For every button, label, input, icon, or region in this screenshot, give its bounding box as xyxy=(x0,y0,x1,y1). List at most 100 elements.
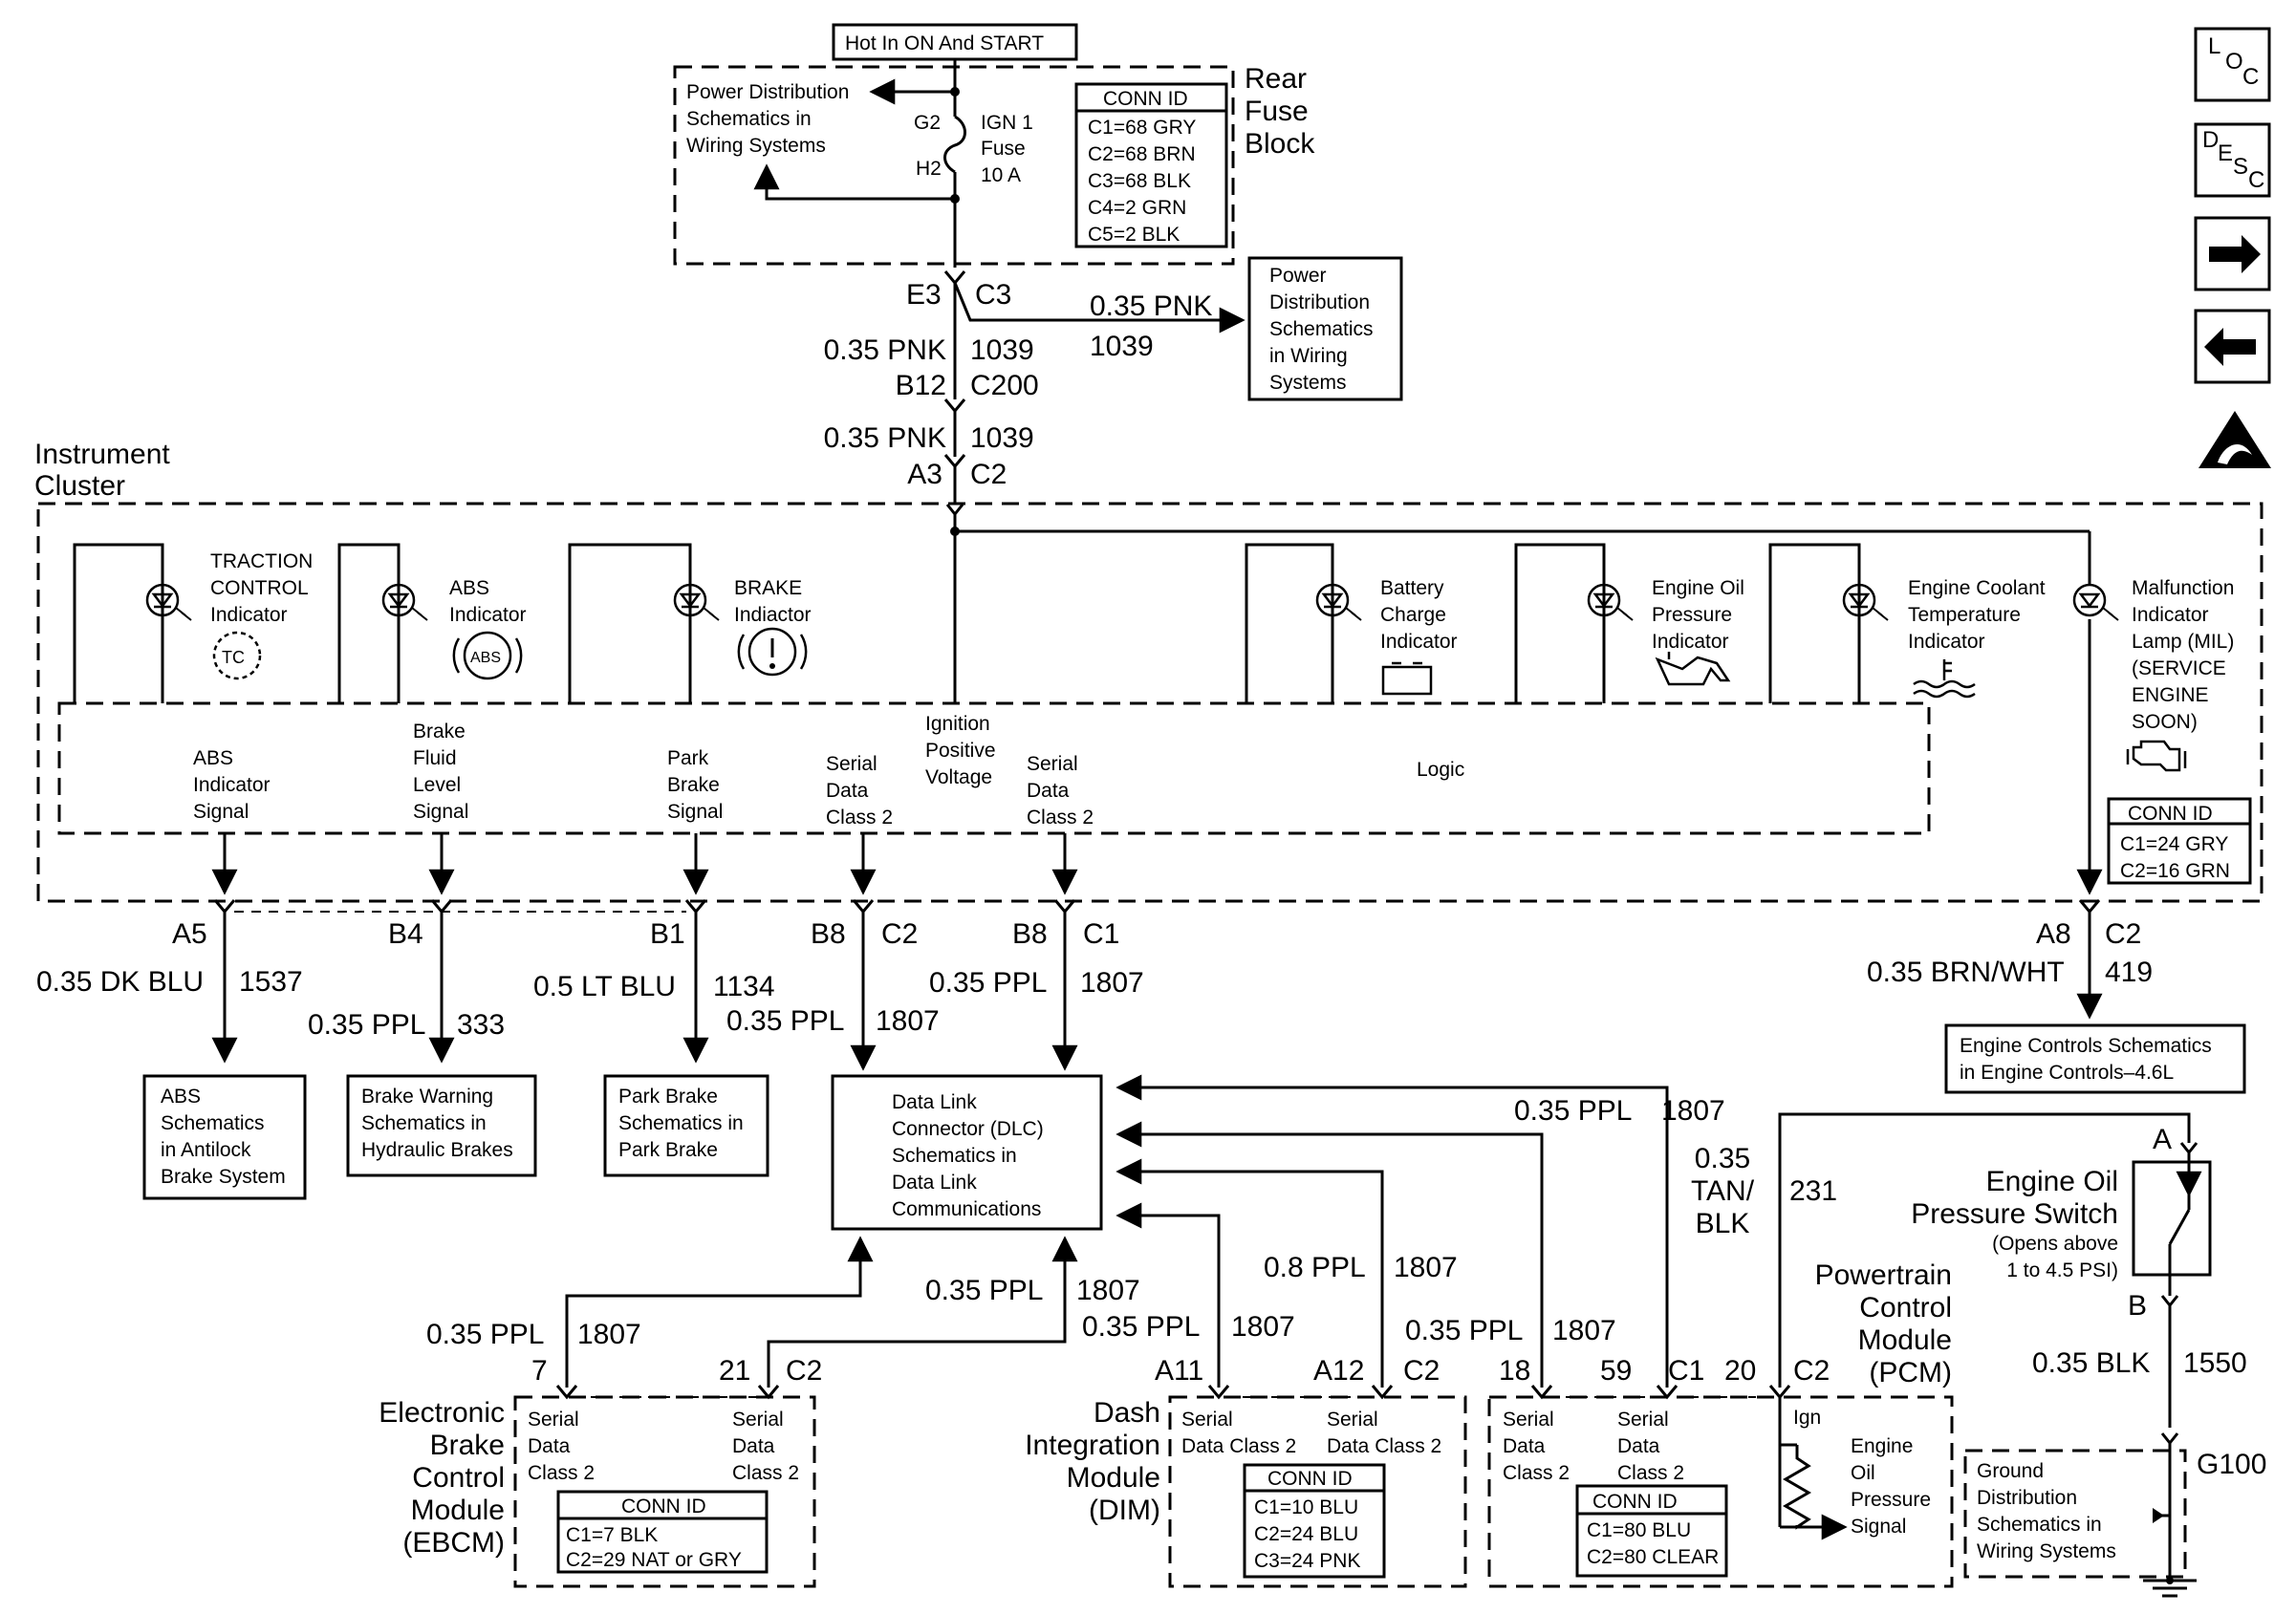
wire-b4-circuit: 333 xyxy=(457,1009,505,1041)
svg-text:Indicator: Indicator xyxy=(1652,631,1729,653)
lamp-coolant-label: Engine Coolant xyxy=(1908,577,2046,599)
dlc-box-label: Data Link xyxy=(892,1091,977,1113)
tc-symbol: TC xyxy=(222,648,245,667)
led-mil-icon xyxy=(2072,583,2119,621)
svg-text:Class 2: Class 2 xyxy=(1027,807,1094,829)
svg-text:(DIM): (DIM) xyxy=(1089,1495,1160,1526)
dim-title: Dash xyxy=(1094,1397,1160,1429)
svg-text:Brake: Brake xyxy=(430,1430,505,1461)
dlc-wire-c-circuit: 1807 xyxy=(1076,1275,1140,1306)
dim-conn: C2 xyxy=(1403,1355,1440,1387)
svg-text:Fluid: Fluid xyxy=(413,747,457,769)
svg-text:Schematics in: Schematics in xyxy=(1977,1514,2102,1536)
instrument-cluster-title: Instrument xyxy=(34,439,170,470)
dlc-wire-c-color: 0.35 PPL xyxy=(925,1275,1043,1306)
wire-b8c1-color: 0.35 PPL xyxy=(929,967,1047,999)
pin-b8-c2: B8 xyxy=(811,918,846,950)
conn-c3: C3 xyxy=(975,279,1011,311)
desc-nav-button-frame xyxy=(2194,122,2271,198)
brake-icon xyxy=(747,627,797,677)
ebcm-conn: C2 xyxy=(786,1355,822,1387)
svg-text:Positive: Positive xyxy=(925,740,996,762)
signal-serial-c1-label: Serial xyxy=(1027,753,1078,775)
svg-text:(EBCM): (EBCM) xyxy=(402,1527,505,1559)
svg-text:TAN/: TAN/ xyxy=(1691,1175,1755,1207)
switch-pin-b: B xyxy=(2128,1290,2147,1322)
svg-text:Fuse: Fuse xyxy=(981,138,1026,160)
svg-text:C2=29 NAT or GRY: C2=29 NAT or GRY xyxy=(566,1549,742,1571)
svg-text:Module: Module xyxy=(1067,1462,1160,1494)
svg-text:Indicator: Indicator xyxy=(1908,631,1985,653)
pin-e3: E3 xyxy=(906,279,942,311)
pds-right-label: Power xyxy=(1269,265,1327,287)
svg-text:Pressure: Pressure xyxy=(1652,604,1732,626)
dim-conn-title: CONN ID xyxy=(1267,1468,1353,1490)
svg-text:Indicator: Indicator xyxy=(210,604,288,626)
switch-wire-color: 0.35 BLK xyxy=(2032,1347,2150,1379)
pcm-conn-title: CONN ID xyxy=(1592,1491,1678,1513)
svg-text:in Engine Controls–4.6L: in Engine Controls–4.6L xyxy=(1960,1062,2174,1084)
svg-text:CONTROL: CONTROL xyxy=(210,577,309,599)
svg-text:Wiring Systems: Wiring Systems xyxy=(686,135,826,157)
pcm-conn-id-table xyxy=(1575,1484,1728,1578)
instrument-cluster-boundary xyxy=(36,502,2264,903)
svg-text:E: E xyxy=(2218,140,2233,166)
prev-nav-button-frame xyxy=(2194,309,2271,384)
wire-b8c2-circuit: 1807 xyxy=(876,1005,940,1037)
svg-text:Level: Level xyxy=(413,774,461,796)
pin-b8-c1: B8 xyxy=(1012,918,1048,950)
desc-letter-d: D xyxy=(2202,127,2219,153)
hot-in-label: Hot In ON And START xyxy=(845,32,1044,54)
ebcm-serial-7: Serial xyxy=(528,1409,579,1431)
ebcm-boundary xyxy=(513,1395,816,1588)
svg-text:1 to 4.5 PSI): 1 to 4.5 PSI) xyxy=(2006,1259,2118,1281)
svg-text:C1=24 GRY: C1=24 GRY xyxy=(2120,833,2228,855)
svg-text:Class 2: Class 2 xyxy=(1503,1462,1570,1484)
dim-conn-id-table xyxy=(1243,1463,1386,1579)
signal-ignition-label: Ignition xyxy=(925,713,990,735)
lamp-mil-label: Malfunction xyxy=(2132,577,2234,599)
signal-serial-c2-label: Serial xyxy=(826,753,877,775)
svg-text:O: O xyxy=(2225,49,2243,75)
pin-b4: B4 xyxy=(388,918,423,950)
svg-text:C1=80 BLU: C1=80 BLU xyxy=(1587,1519,1691,1541)
fuse-name: IGN 1 xyxy=(981,112,1033,134)
svg-text:Indicator: Indicator xyxy=(1380,631,1458,653)
wire-b1-circuit: 1134 xyxy=(713,971,775,1002)
svg-text:ENGINE: ENGINE xyxy=(2132,684,2209,706)
svg-text:C4=2 GRN: C4=2 GRN xyxy=(1088,197,1186,219)
signal-park-brake-label: Park xyxy=(667,747,709,769)
svg-text:Lamp (MIL): Lamp (MIL) xyxy=(2132,631,2234,653)
dlc-wire-e-color: 0.35 PPL xyxy=(1405,1315,1523,1346)
ground-g100: G100 xyxy=(2197,1449,2266,1480)
svg-text:Data: Data xyxy=(1027,780,1070,802)
svg-text:Communications: Communications xyxy=(892,1198,1041,1220)
svg-text:Control: Control xyxy=(412,1462,505,1494)
pcm-conn-c2: C2 xyxy=(1793,1355,1830,1387)
svg-text:Cluster: Cluster xyxy=(34,470,125,502)
wire-a8-circuit: 419 xyxy=(2105,957,2153,988)
fuse-pin-g2: G2 xyxy=(914,112,941,134)
ebcm-conn-title: CONN ID xyxy=(621,1496,706,1517)
ebcm-pin-21: 21 xyxy=(719,1355,750,1387)
svg-text:Temperature: Temperature xyxy=(1908,604,2021,626)
svg-text:Module: Module xyxy=(1858,1324,1952,1356)
svg-text:Class 2: Class 2 xyxy=(528,1462,595,1484)
dlc-wire-a-color: 0.35 PPL xyxy=(1514,1095,1632,1127)
svg-text:Integration: Integration xyxy=(1025,1430,1160,1461)
svg-text:Data: Data xyxy=(732,1435,775,1457)
dlc-wire-b-circuit: 1807 xyxy=(1394,1252,1458,1283)
led-abs-icon xyxy=(381,583,428,621)
brake-warning-box xyxy=(346,1074,537,1177)
svg-text:Park Brake: Park Brake xyxy=(618,1139,718,1161)
abs-icon xyxy=(463,631,512,680)
svg-text:C2=16 GRN: C2=16 GRN xyxy=(2120,860,2230,882)
svg-text:Data: Data xyxy=(1503,1435,1546,1457)
pcm-pin-20: 20 xyxy=(1724,1355,1756,1387)
svg-text:Signal: Signal xyxy=(667,801,723,823)
esd-warning-icon xyxy=(2199,411,2271,468)
dim-pin-a12: A12 xyxy=(1313,1355,1364,1387)
svg-text:C5=2 BLK: C5=2 BLK xyxy=(1088,224,1180,246)
dlc-wire-a-circuit: 1807 xyxy=(1661,1095,1725,1127)
pcm-eop-signal-label: Engine xyxy=(1851,1435,1913,1457)
